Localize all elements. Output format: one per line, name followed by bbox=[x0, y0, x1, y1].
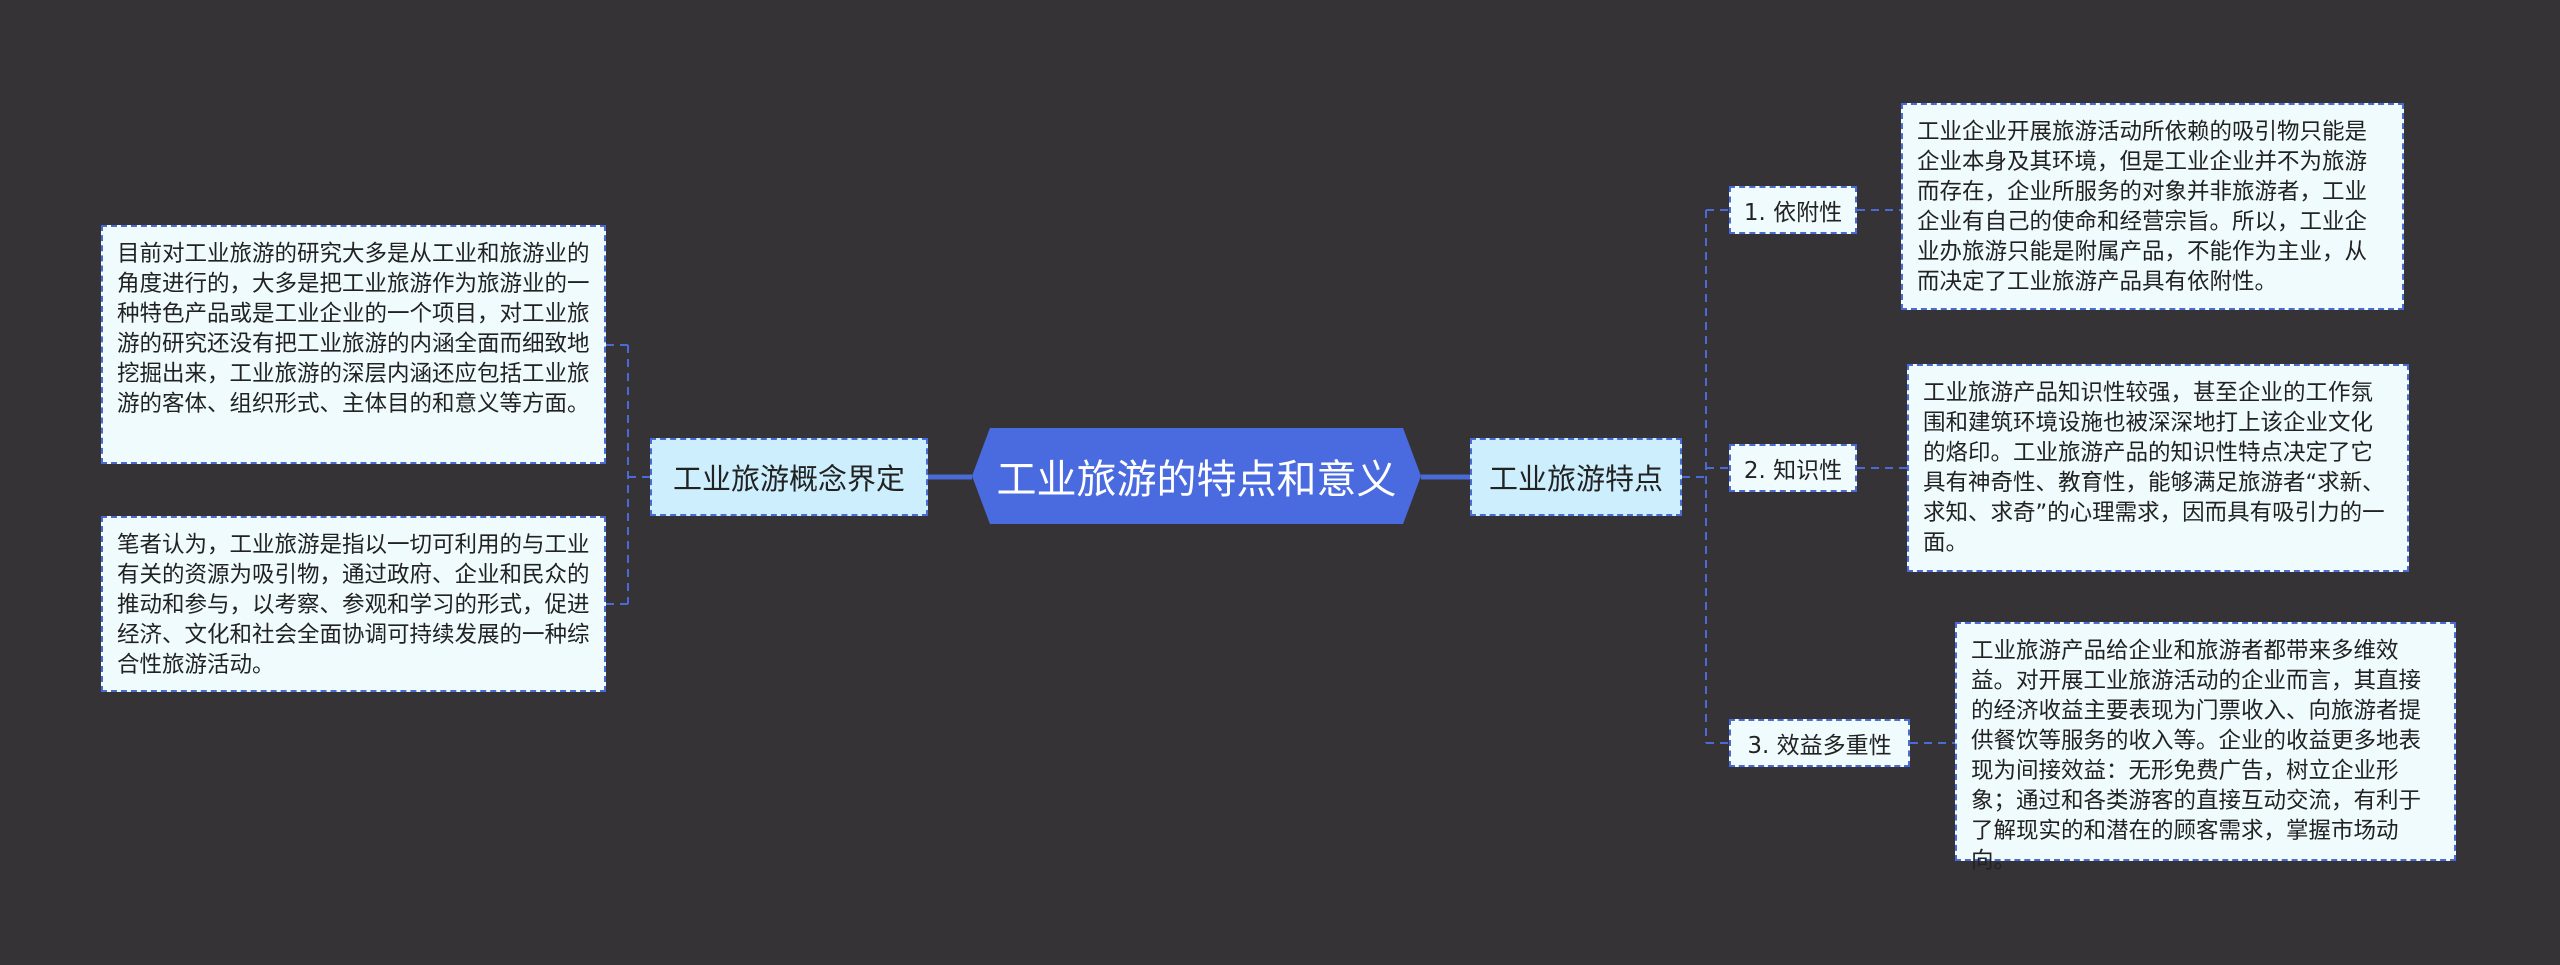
item-knowledge[interactable]: 2. 知识性 bbox=[1729, 444, 1857, 492]
item-dependency[interactable]: 1. 依附性 bbox=[1729, 186, 1857, 234]
note-author-definition[interactable]: 笔者认为，工业旅游是指以一切可利用的与工业有关的资源为吸引物，通过政府、企业和民… bbox=[101, 516, 606, 692]
note-knowledge[interactable]: 工业旅游产品知识性较强，甚至企业的工作氛围和建筑环境设施也被深深地打上该企业文化… bbox=[1907, 364, 2409, 572]
note-dependency[interactable]: 工业企业开展旅游活动所依赖的吸引物只能是企业本身及其环境，但是工业企业并不为旅游… bbox=[1901, 103, 2404, 310]
note-text: 工业旅游产品知识性较强，甚至企业的工作氛围和建筑环境设施也被深深地打上该企业文化… bbox=[1923, 380, 2385, 556]
note-text: 笔者认为，工业旅游是指以一切可利用的与工业有关的资源为吸引物，通过政府、企业和民… bbox=[117, 532, 590, 678]
note-multiple-benefits[interactable]: 工业旅游产品给企业和旅游者都带来多维效益。对开展工业旅游活动的企业而言，其直接的… bbox=[1955, 622, 2456, 874]
branch-label: 工业旅游概念界定 bbox=[672, 462, 905, 496]
branch-label: 工业旅游特点 bbox=[1488, 462, 1663, 496]
note-text: 工业企业开展旅游活动所依赖的吸引物只能是企业本身及其环境，但是工业企业并不为旅游… bbox=[1917, 119, 2368, 295]
item-multiple-benefits[interactable]: 3. 效益多重性 bbox=[1729, 719, 1910, 767]
branch-characteristics[interactable]: 工业旅游特点 bbox=[1470, 438, 1682, 516]
root-node[interactable]: 工业旅游的特点和意义 bbox=[972, 428, 1421, 524]
note-research-status[interactable]: 目前对工业旅游的研究大多是从工业和旅游业的角度进行的，大多是把工业旅游作为旅游业… bbox=[101, 225, 606, 464]
root-title: 工业旅游的特点和意义 bbox=[996, 457, 1397, 503]
note-text: 工业旅游产品给企业和旅游者都带来多维效益。对开展工业旅游活动的企业而言，其直接的… bbox=[1971, 638, 2422, 874]
branch-concept-definition[interactable]: 工业旅游概念界定 bbox=[650, 438, 928, 516]
note-text: 目前对工业旅游的研究大多是从工业和旅游业的角度进行的，大多是把工业旅游作为旅游业… bbox=[117, 241, 590, 417]
item-label: 2. 知识性 bbox=[1743, 458, 1843, 484]
item-label: 1. 依附性 bbox=[1743, 200, 1843, 226]
item-label: 3. 效益多重性 bbox=[1747, 733, 1892, 759]
